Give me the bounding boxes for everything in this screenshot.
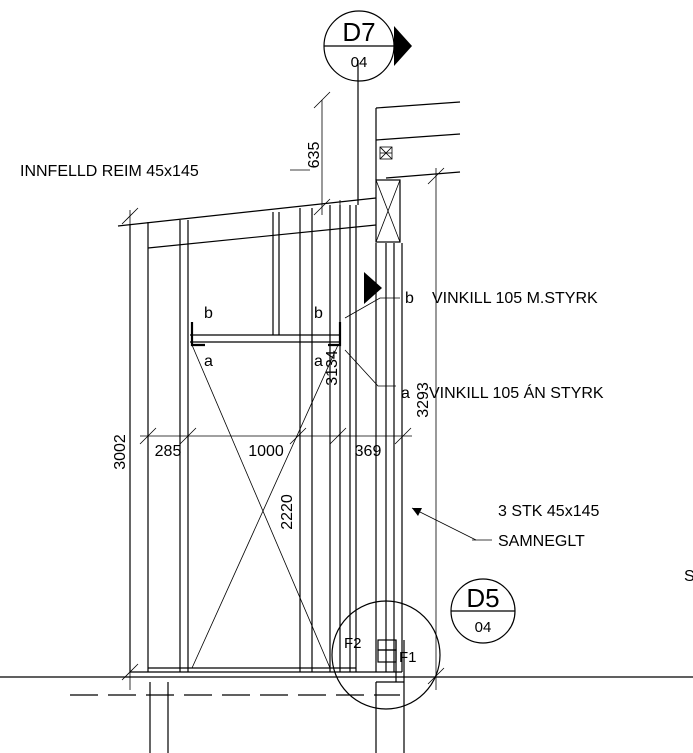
dim-2220: 2220: [279, 494, 296, 530]
mark-b-right: b: [314, 305, 323, 322]
section-callout-d5: D5 04: [450, 578, 516, 644]
dim-3134: 3134: [324, 350, 341, 386]
mark-a-left: a: [204, 353, 213, 370]
foundation: [0, 676, 693, 753]
upper-post: [357, 60, 461, 243]
callout-d5-sheet: 04: [475, 619, 492, 636]
wall-frame: [117, 197, 403, 673]
callout-d7-id: D7: [342, 17, 375, 47]
section-callout-d7: D7 04: [323, 10, 412, 82]
dim-369: 369: [355, 443, 382, 460]
vinkill-a-label: VINKILL 105 ÁN STYRK: [429, 383, 604, 402]
mark-b-leader: b: [405, 290, 414, 307]
dim-285: 285: [155, 443, 182, 460]
stk-label-line2: SAMNEGLT: [498, 533, 585, 550]
dimension-values: 635 3002 285 1000 369 3134 3293 2220: [112, 142, 432, 530]
dim-3002: 3002: [112, 434, 129, 470]
stk-label-line1: 3 STK 45x145: [498, 503, 600, 520]
edge-character: S: [684, 568, 693, 585]
dim-635: 635: [306, 142, 323, 169]
f1-label: F1: [399, 649, 417, 666]
dim-1000: 1000: [248, 443, 284, 460]
arrowhead-icon: [412, 508, 422, 516]
callout-d7-sheet: 04: [351, 54, 368, 71]
section-arrow-icon: [394, 26, 412, 66]
mark-b-left: b: [204, 305, 213, 322]
section-arrow-icon: [364, 272, 382, 304]
vinkill-b-label: VINKILL 105 M.STYRK: [432, 290, 598, 307]
dim-3293: 3293: [415, 382, 432, 418]
dimension-lines: [121, 91, 445, 690]
mark-a-leader: a: [401, 385, 410, 402]
callout-d5-id: D5: [466, 583, 499, 613]
annotations: INNFELLD REIM 45x145 VINKILL 105 M.STYRK…: [20, 163, 693, 666]
f2-label: F2: [344, 635, 362, 652]
detail-circle: [331, 600, 441, 710]
mark-a-right: a: [314, 353, 323, 370]
reim-label: INNFELLD REIM 45x145: [20, 163, 199, 180]
leader-lines: [290, 169, 492, 541]
